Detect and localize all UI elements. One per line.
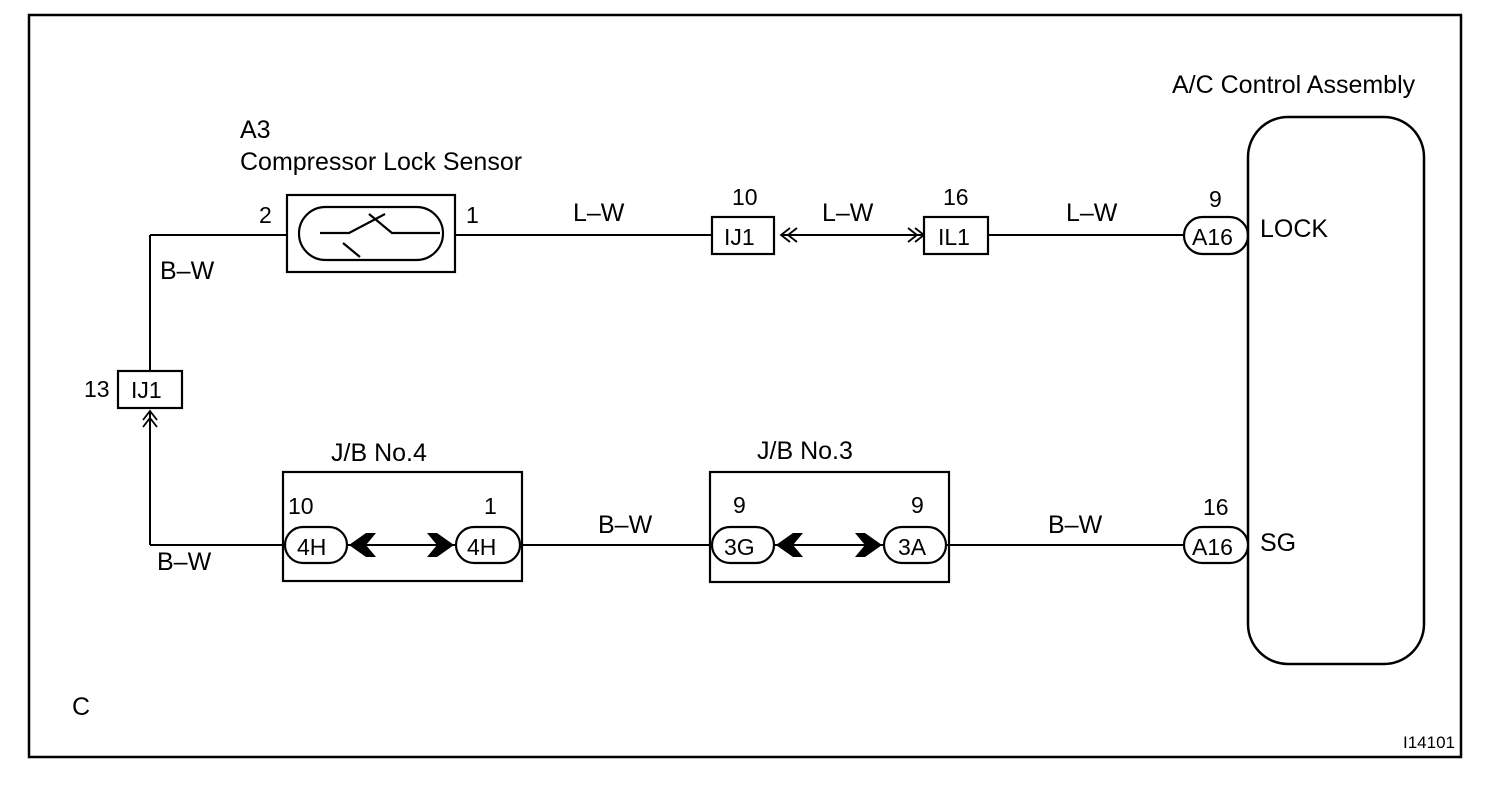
il1-pin: 16 (943, 184, 969, 210)
a16-sg-pin: 16 (1203, 494, 1229, 520)
il1-label: IL1 (938, 224, 970, 250)
wire-label-bw-mid: B–W (598, 511, 653, 539)
wire-label-bw-left-top: B–W (160, 257, 215, 285)
sg-terminal-label: SG (1260, 529, 1296, 557)
ij1-left-label: IJ1 (131, 377, 162, 403)
corner-letter: C (72, 693, 90, 721)
connector-a16-sg (1182, 525, 1250, 565)
connector-ij1-top (710, 215, 776, 256)
ac-control-assembly (1246, 115, 1426, 666)
ij1-top-label: IJ1 (724, 224, 755, 250)
wire-label-lw-1: L–W (573, 199, 625, 227)
lock-terminal-label: LOCK (1260, 215, 1328, 243)
a16-lock-pin: 9 (1209, 186, 1222, 212)
jb3-internal-arrows (776, 533, 882, 557)
a16-sg-label: A16 (1192, 534, 1233, 560)
jb4-internal-arrows (349, 533, 454, 557)
figure-id: I14101 (1403, 733, 1455, 752)
assembly-title: A/C Control Assembly (1172, 71, 1416, 99)
sensor-pin-right: 1 (466, 202, 479, 228)
jb3-right-label: 3A (898, 534, 927, 560)
connector-ij1-left (116, 369, 184, 410)
sensor-pin-left: 2 (259, 202, 272, 228)
wire-label-lw-2: L–W (822, 199, 874, 227)
ij1-left-pin: 13 (84, 376, 110, 402)
jb3-title: J/B No.3 (757, 437, 853, 465)
a16-lock-label: A16 (1192, 224, 1233, 250)
sensor-switch-symbol (320, 213, 386, 235)
jb4-right-label: 4H (467, 534, 496, 560)
compressor-lock-sensor (285, 193, 457, 274)
wire-label-bw-left-bottom: B–W (157, 548, 212, 576)
jb3-left-label: 3G (724, 534, 755, 560)
ij1-top-pin: 10 (732, 184, 758, 210)
wire-label-bw-right: B–W (1048, 511, 1103, 539)
jb4-left-pin: 10 (288, 493, 314, 519)
jb4-right-pin: 1 (484, 493, 497, 519)
jb3-left-pin: 9 (733, 492, 746, 518)
diagram-frame (27, 13, 1463, 759)
wire-label-lw-3: L–W (1066, 199, 1118, 227)
jb4-title: J/B No.4 (331, 439, 427, 467)
jb3-right-pin: 9 (911, 492, 924, 518)
sensor-name: Compressor Lock Sensor (240, 148, 522, 176)
jb4-left-label: 4H (297, 534, 326, 560)
sensor-code: A3 (240, 116, 271, 144)
